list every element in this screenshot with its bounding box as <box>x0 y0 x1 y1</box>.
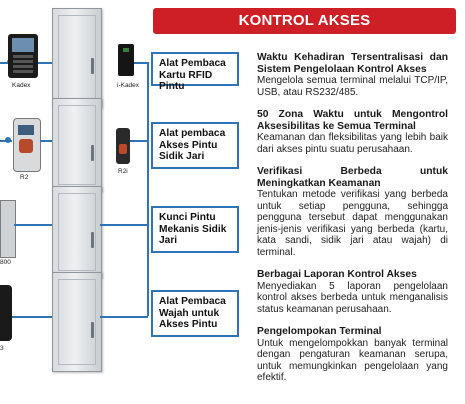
device-caption: i-Kadex <box>117 82 140 89</box>
device-caption: R2 <box>20 174 29 181</box>
rfid-reader-label: Alat Pembaca Kartu RFID Pintu <box>151 52 239 92</box>
feature-item: Pengelompokan Terminal Untuk mengelompok… <box>257 326 448 384</box>
connector-left-door <box>12 316 52 318</box>
connector-left-door <box>38 62 52 64</box>
feature-item: Waktu Kehadiran Tersentralisasi dan Sist… <box>257 52 448 98</box>
mechanical-lock-label: Kunci Pintu Mekanis Sidik Jari <box>151 206 239 253</box>
connector-branch <box>130 140 148 142</box>
device-caption: 3 <box>0 345 4 352</box>
door-panel <box>52 98 102 192</box>
access-control-diagram: Kadex i-Kadex Alat Pembaca Kartu RFID Pi… <box>0 8 239 372</box>
feature-body: Keamanan dan fleksibilitas yang lebih ba… <box>257 132 448 155</box>
feature-title: Waktu Kehadiran Tersentralisasi dan Sist… <box>257 52 448 75</box>
device-caption: R2i <box>118 168 128 175</box>
feature-title: Verifikasi Berbeda untuk Meningkatkan Ke… <box>257 166 448 189</box>
connector-left-door <box>40 140 52 142</box>
feature-title: Pengelompokan Terminal <box>257 326 382 337</box>
fingerprint-reader-device <box>116 128 130 164</box>
connector-dot <box>5 137 11 143</box>
feature-body: Mengelola semua terminal melalui TCP/IP,… <box>257 75 448 98</box>
face-reader-device <box>0 285 12 341</box>
rfid-reader-device <box>8 34 38 78</box>
section-title-banner: KONTROL AKSES <box>153 8 456 34</box>
connector-left-door <box>14 224 52 226</box>
feature-body: Menyediakan 5 laporan pengelolaan kontro… <box>257 280 448 315</box>
feature-item: Verifikasi Berbeda untuk Meningkatkan Ke… <box>257 166 448 258</box>
feature-body: Untuk mengelompokkan banyak terminal den… <box>257 337 448 384</box>
card-reader-device <box>118 44 134 76</box>
mechanical-lock-device <box>0 200 16 258</box>
connector-left <box>0 62 10 64</box>
door-panel <box>52 272 102 372</box>
fingerprint-reader-device <box>13 118 41 172</box>
device-caption: 800 <box>0 259 11 266</box>
feature-item: Berbagai Laporan Kontrol Akses Menyediak… <box>257 269 448 315</box>
feature-title: Berbagai Laporan Kontrol Akses <box>257 269 417 280</box>
feature-title: 50 Zona Waktu untuk Mengontrol Aksesibil… <box>257 109 448 132</box>
connector-branch <box>100 224 148 226</box>
feature-list: Waktu Kehadiran Tersentralisasi dan Sist… <box>257 52 448 395</box>
feature-body: Tentukan metode verifikasi yang berbeda … <box>257 189 448 258</box>
door-panel <box>52 8 102 108</box>
face-reader-label: Alat Pembaca Wajah untuk Akses Pintu <box>151 290 239 337</box>
fingerprint-reader-label: Alat pembaca Akses Pintu Sidik Jari <box>151 122 239 169</box>
connector-branch <box>100 316 148 318</box>
device-caption: Kadex <box>12 82 31 89</box>
feature-item: 50 Zona Waktu untuk Mengontrol Aksesibil… <box>257 109 448 155</box>
connector-branch <box>134 62 148 64</box>
connector-line <box>147 62 149 316</box>
door-panel <box>52 186 102 278</box>
